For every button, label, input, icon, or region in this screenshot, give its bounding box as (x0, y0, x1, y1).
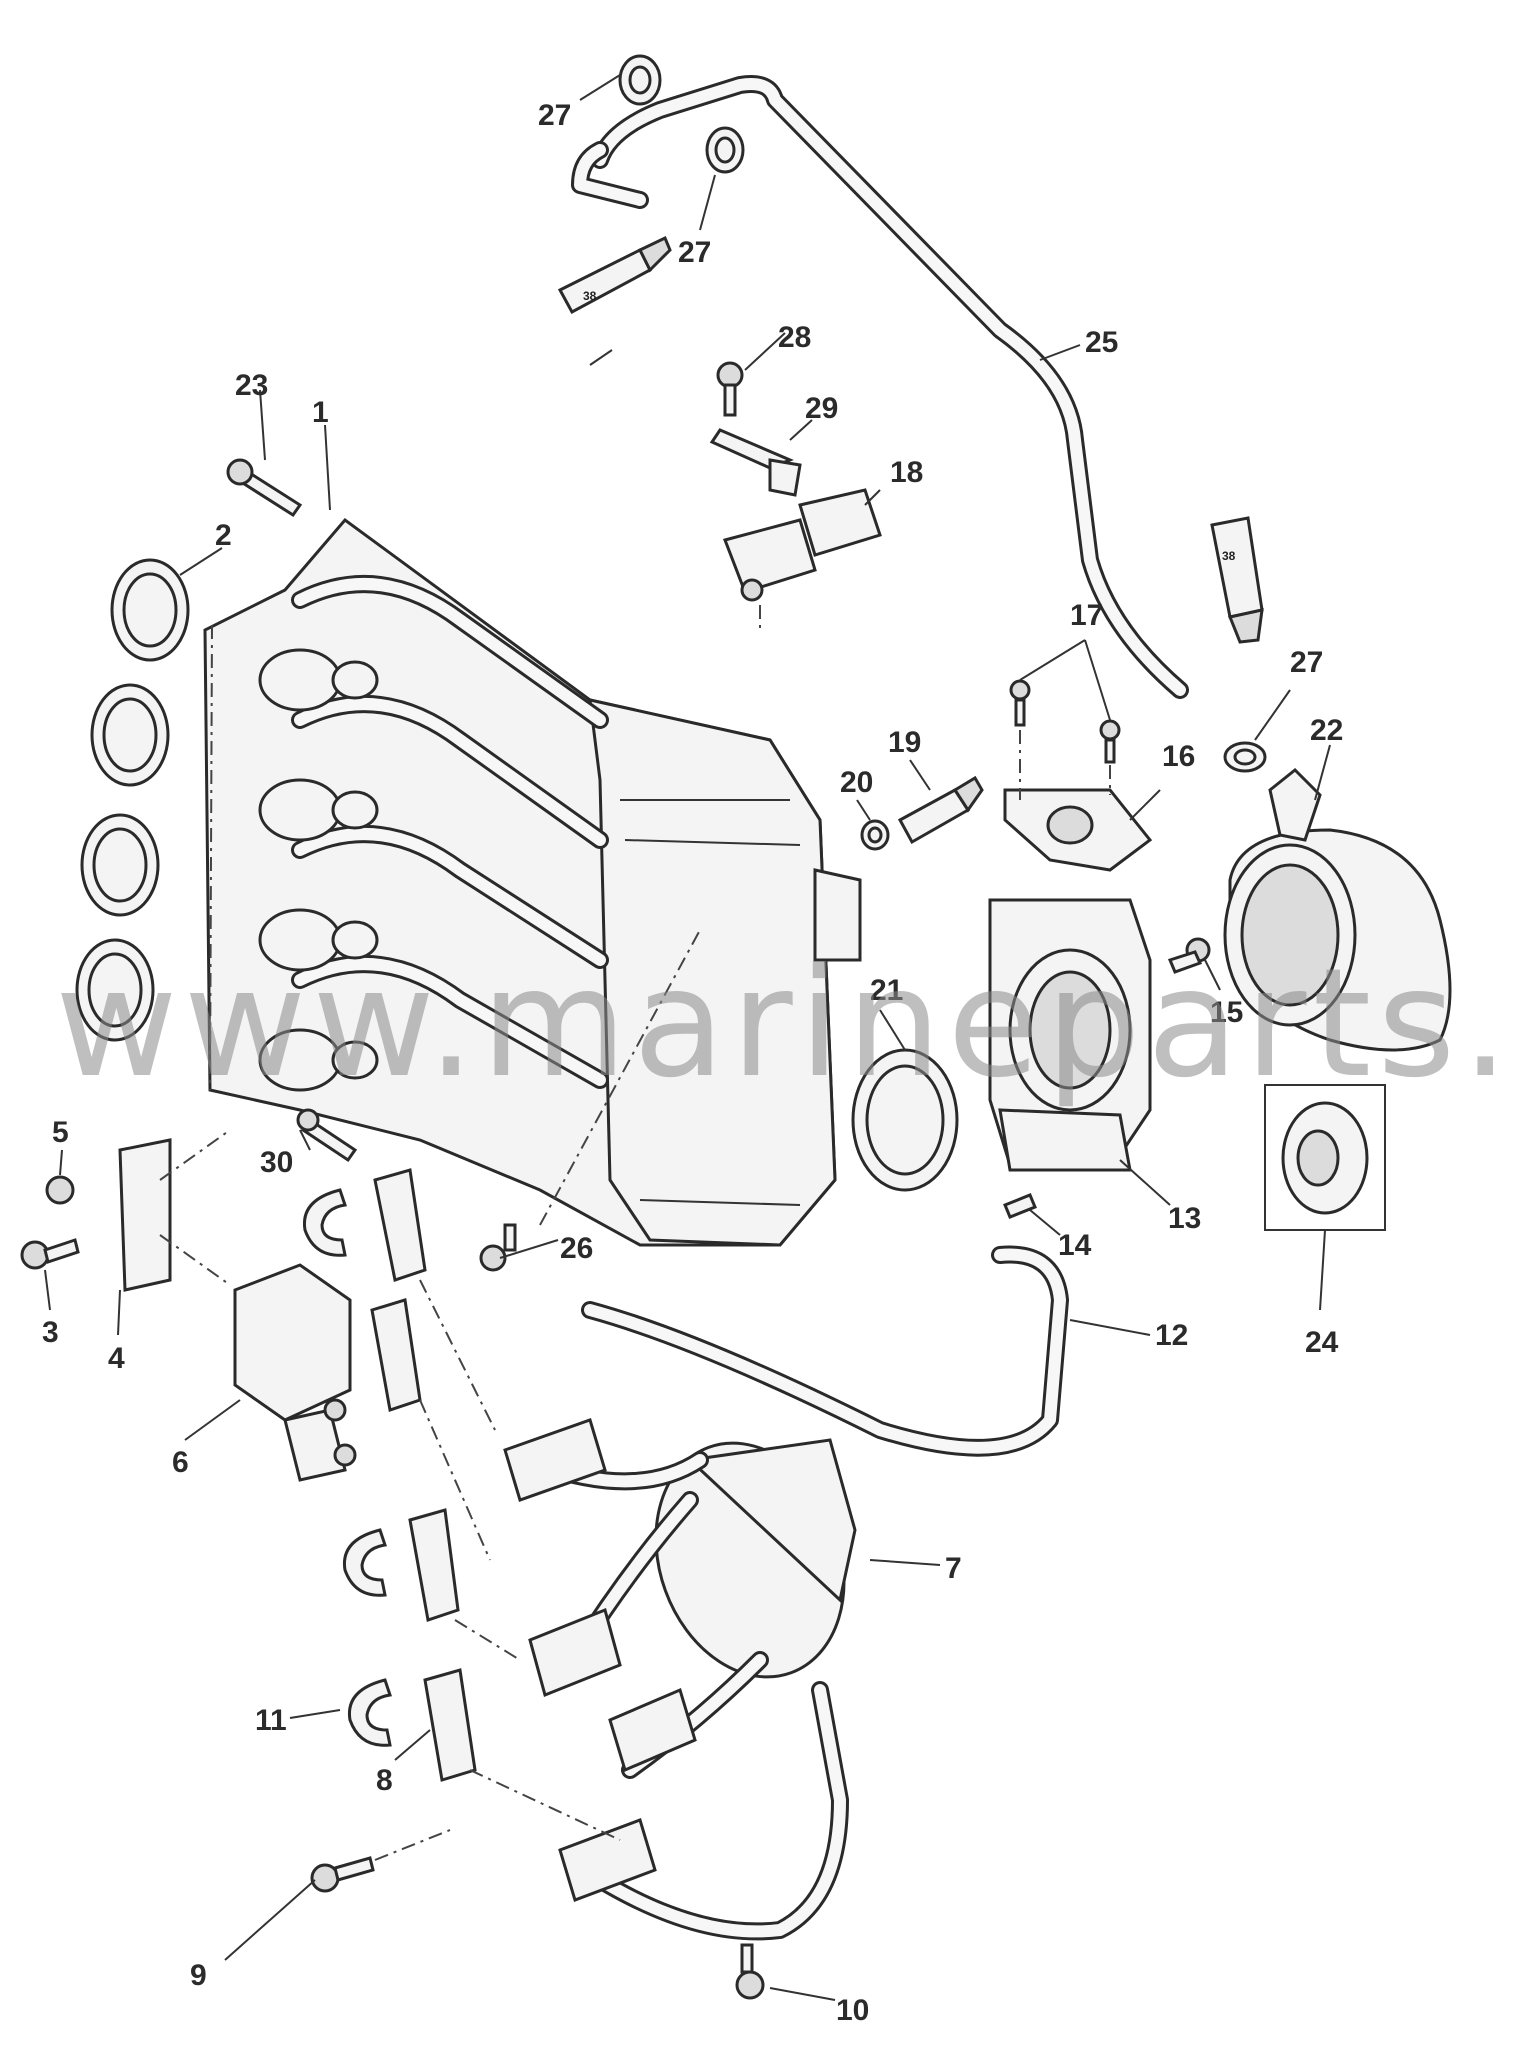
tube-label-right: 38 (1222, 549, 1236, 563)
seal-box (1264, 1084, 1386, 1231)
callout-27-top: 27 (538, 99, 571, 132)
callout-26: 26 (560, 1232, 593, 1265)
set-screw (1003, 1193, 1037, 1219)
callout-19: 19 (888, 726, 921, 759)
assembly-lines (159, 605, 1111, 1861)
callout-15: 15 (1210, 996, 1243, 1029)
callout-30: 30 (260, 1146, 293, 1179)
callout-1: 1 (312, 396, 329, 429)
throttle-position-sensor (1003, 788, 1153, 872)
fuel-injectors (370, 1168, 477, 1782)
callout-10: 10 (836, 1994, 869, 2027)
tube-label-top: 38 (583, 289, 597, 303)
bolt-10 (735, 1943, 765, 2000)
throttle-gasket (851, 1048, 959, 1192)
callout-24: 24 (1305, 1326, 1339, 1359)
sensor-screw (716, 361, 744, 417)
callout-25: 25 (1085, 326, 1118, 359)
fuel-solenoid (233, 1263, 357, 1482)
bracket-nut (45, 1175, 75, 1205)
fuel-line (581, 1245, 1069, 1457)
callout-20: 20 (840, 766, 873, 799)
throttle-bolt (1167, 937, 1211, 974)
sensor-bracket (709, 428, 802, 497)
vent-hose (571, 75, 1189, 699)
callout-11: 11 (255, 1704, 287, 1737)
manifold-bolt (226, 458, 303, 518)
callout-28: 28 (778, 321, 811, 354)
callout-8: 8 (376, 1764, 393, 1797)
fuel-harness (503, 1418, 857, 1941)
callout-2: 2 (215, 519, 232, 552)
watermark: www.marineparts.eu (55, 937, 1517, 1111)
o-ring (860, 819, 890, 851)
hose-clamp-top (618, 54, 662, 106)
callout-27-right: 27 (1290, 646, 1323, 679)
callout-9: 9 (190, 1959, 207, 1992)
intake-gaskets (75, 558, 190, 1042)
callout-29: 29 (805, 392, 838, 425)
bolt-9 (310, 1856, 375, 1893)
callout-3: 3 (42, 1316, 59, 1349)
callout-13: 13 (1168, 1202, 1201, 1235)
bracket-bolt (20, 1238, 80, 1270)
intake-elbow (1223, 767, 1452, 1052)
callout-17: 17 (1070, 599, 1103, 632)
callout-4: 4 (108, 1342, 125, 1375)
intake-manifold (203, 517, 862, 1247)
callout-6: 6 (172, 1446, 189, 1479)
callout-23: 23 (235, 369, 268, 402)
mounting-bracket (118, 1138, 172, 1292)
sealant-tube-right: 38 (1210, 516, 1264, 644)
callout-7: 7 (945, 1552, 962, 1585)
callout-16: 16 (1162, 740, 1195, 773)
hose-clamp-right (1223, 741, 1267, 773)
callout-14: 14 (1058, 1229, 1092, 1262)
temp-sensor (897, 775, 984, 845)
map-sensor (723, 488, 882, 602)
callouts: 1 2 3 4 5 6 7 8 9 10 11 12 13 14 15 16 1… (42, 99, 1343, 2027)
callout-21: 21 (870, 974, 903, 1007)
leader-lines (44, 74, 1331, 2001)
tps-screws (1009, 679, 1121, 764)
hose-clamp-middle (705, 126, 745, 174)
sealant-tube-top: 38 (557, 235, 672, 315)
callout-12: 12 (1155, 1319, 1188, 1352)
callout-27-middle: 27 (678, 236, 711, 269)
callout-18: 18 (890, 456, 923, 489)
throttle-body (988, 898, 1152, 1172)
injector-clips (302, 1188, 392, 1747)
callout-22: 22 (1310, 714, 1343, 747)
callout-5: 5 (52, 1116, 69, 1149)
bolt-26 (479, 1223, 517, 1272)
bolt-30 (296, 1108, 358, 1163)
